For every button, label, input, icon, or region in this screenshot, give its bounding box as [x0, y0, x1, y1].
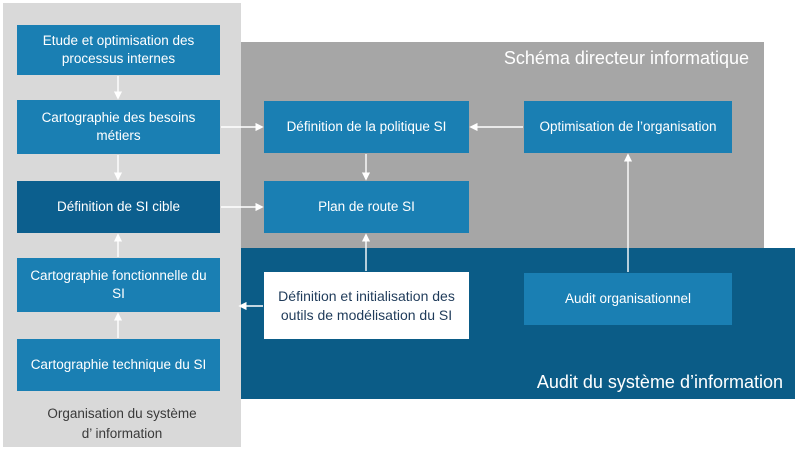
node-cartographie-besoins: Cartographie des besoins métiers — [17, 100, 220, 154]
node-optimisation-organisation: Optimisation de l’organisation — [524, 101, 732, 153]
organisation-label-line1: Organisation du système — [47, 406, 197, 421]
node-etude-processus: Etude et optimisation des processus inte… — [17, 25, 220, 75]
node-definition-si-cible: Définition de SI cible — [17, 181, 220, 233]
node-cartographie-fonctionnelle: Cartographie fonctionnelle du SI — [17, 258, 220, 312]
audit-systeme-label: Audit du système d’information — [536, 372, 783, 392]
organisation-label: Organisation du système d’ information — [3, 404, 241, 443]
node-audit-organisationnel: Audit organisationnel — [524, 273, 732, 325]
node-outils-modelisation: Définition et initialisation des outils … — [264, 272, 469, 339]
organisation-label-line2: d’ information — [81, 425, 163, 441]
node-plan-route: Plan de route SI — [264, 181, 469, 233]
node-definition-politique: Définition de la politique SI — [264, 101, 469, 153]
node-cartographie-technique: Cartographie technique du SI — [17, 339, 220, 391]
schema-directeur-label: Schéma directeur informatique — [503, 48, 749, 68]
